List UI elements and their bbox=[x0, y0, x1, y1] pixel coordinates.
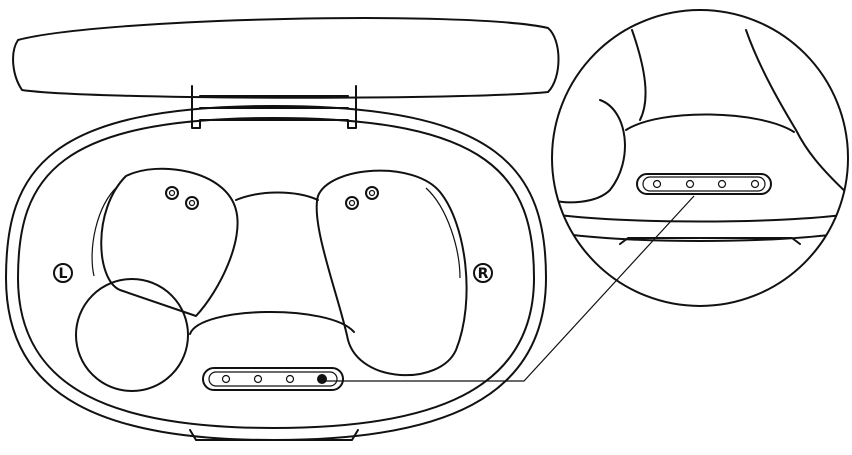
left-badge: L bbox=[53, 263, 73, 283]
detail-led-1 bbox=[652, 179, 662, 189]
left-earbud bbox=[75, 167, 239, 392]
right-earbud bbox=[315, 169, 468, 377]
case-body bbox=[5, 105, 547, 441]
detail-magnifier bbox=[551, 9, 849, 307]
led-4-lit bbox=[317, 374, 327, 384]
right-badge: R bbox=[473, 263, 493, 283]
callout-leader bbox=[324, 195, 695, 382]
left-label: L bbox=[59, 266, 68, 282]
right-label: R bbox=[478, 266, 489, 282]
detail-led-3 bbox=[717, 179, 727, 189]
center-bridge bbox=[189, 191, 355, 335]
led-1 bbox=[221, 374, 231, 384]
detail-led-4 bbox=[750, 179, 760, 189]
case-lid bbox=[12, 17, 560, 99]
led-3 bbox=[285, 374, 295, 384]
led-2 bbox=[253, 374, 263, 384]
indicator-strip bbox=[202, 367, 344, 391]
detail-led-2 bbox=[685, 179, 695, 189]
